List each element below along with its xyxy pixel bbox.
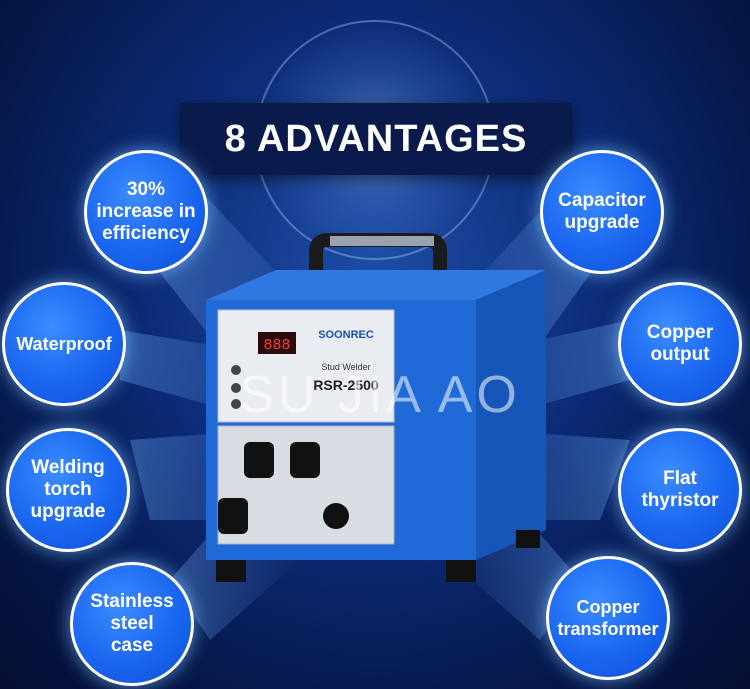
advantage-label: Welding torch upgrade <box>30 457 106 522</box>
connector-socket <box>218 498 248 534</box>
machine-top <box>206 270 546 300</box>
advantage-stainless-case: Stainless steel case <box>70 562 194 686</box>
advantage-flat-thyristor: Flat thyristor <box>618 428 742 552</box>
advantage-label: Flat thyristor <box>641 468 719 511</box>
advantage-label: Copper transformer <box>557 597 659 639</box>
advantage-welding-torch: Welding torch upgrade <box>6 428 130 552</box>
machine-foot <box>216 560 246 582</box>
advantage-copper-output: Copper output <box>618 282 742 406</box>
connector-socket <box>323 503 349 529</box>
model-name-label: Stud Welder <box>321 362 370 372</box>
connector-socket <box>244 442 274 478</box>
handle-bar <box>330 236 434 246</box>
advantage-label: Copper output <box>646 322 714 365</box>
advantage-label: Waterproof <box>16 334 112 354</box>
advantage-capacitor: Capacitor upgrade <box>540 150 664 274</box>
display-digits: 888 <box>263 337 290 354</box>
machine-foot <box>516 530 540 548</box>
panel-knob <box>231 365 241 375</box>
watermark-text: SU JIA AO <box>239 366 521 424</box>
connector-socket <box>290 442 320 478</box>
advantage-label: Capacitor upgrade <box>558 190 646 233</box>
title-banner: 8 ADVANTAGES <box>180 103 572 175</box>
stud-welder-machine: 888 SOONREC Stud Welder RSR-2500 <box>206 233 546 582</box>
panel-knob <box>231 399 241 409</box>
control-panel <box>217 309 395 423</box>
advantage-label: 30% increase in efficiency <box>96 179 196 244</box>
advantage-copper-transformer: Copper transformer <box>546 556 670 680</box>
advantage-label: Stainless steel case <box>90 591 174 656</box>
machine-foot <box>446 560 476 582</box>
advantage-waterproof: Waterproof <box>2 282 126 406</box>
page-title: 8 ADVANTAGES <box>224 117 528 160</box>
advantage-efficiency: 30% increase in efficiency <box>84 150 208 274</box>
brand-label: SOONREC <box>318 329 374 341</box>
model-number-label: RSR-2500 <box>313 377 379 393</box>
machine-side <box>476 270 546 560</box>
digital-display <box>258 332 296 354</box>
panel-knob <box>231 383 241 393</box>
